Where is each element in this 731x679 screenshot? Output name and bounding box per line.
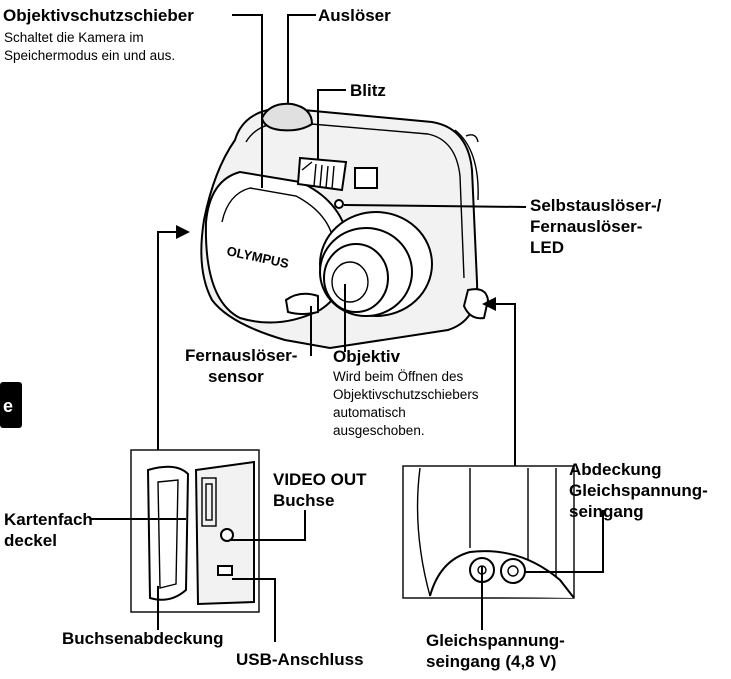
flash-window <box>296 156 348 192</box>
label-connector-cover: Buchsenabdeckung <box>62 629 224 648</box>
language-tab-letter: e <box>3 396 13 416</box>
label-self-timer-3: LED <box>530 238 564 257</box>
label-dc-cover-3: seingang <box>569 502 644 521</box>
label-shutter: Auslöser <box>318 6 391 25</box>
lens-glass <box>323 243 389 313</box>
label-dc-in-2: seingang (4,8 V) <box>426 652 556 671</box>
connector-inset <box>130 449 260 613</box>
dc-cover-side <box>462 288 490 320</box>
label-flash: Blitz <box>350 81 386 100</box>
label-self-timer-1: Selbstauslöser-/ <box>530 196 662 215</box>
camera-front-illustration: OLYMPUS <box>200 102 490 350</box>
label-card-door-1: Kartenfach <box>4 510 93 529</box>
label-lens-cover-desc-2: Speichermodus ein und aus. <box>4 48 175 63</box>
label-dc-cover-2: Gleichspannung- <box>569 481 708 500</box>
label-remote-sensor-1: Fernauslöser- <box>185 346 297 365</box>
label-lens-desc-1: Wird beim Öffnen des <box>333 369 464 384</box>
viewfinder-window <box>354 167 378 189</box>
label-video-out-1: VIDEO OUT <box>273 470 367 489</box>
label-self-timer-2: Fernauslöser- <box>530 217 642 236</box>
label-usb: USB-Anschluss <box>236 650 364 669</box>
label-lens: Objektiv <box>333 347 401 366</box>
usb-port <box>217 565 233 576</box>
label-remote-sensor-2: sensor <box>208 367 264 386</box>
label-lens-desc-2: Objektivschutzschiebers <box>333 387 479 402</box>
video-out-jack <box>220 528 234 542</box>
label-video-out-2: Buchse <box>273 491 334 510</box>
self-timer-led <box>334 199 344 209</box>
language-tab: e <box>0 382 22 428</box>
shutter-button <box>260 102 314 132</box>
label-lens-cover-desc-1: Schaltet die Kamera im <box>4 30 144 45</box>
arrow-right <box>482 297 496 311</box>
label-lens-desc-4: ausgeschoben. <box>333 423 425 438</box>
dc-inset <box>402 465 575 599</box>
leader-lines <box>91 14 604 642</box>
label-card-door-2: deckel <box>4 531 57 550</box>
label-dc-in-1: Gleichspannung- <box>426 631 565 650</box>
label-lens-cover: Objektivschutzschieber <box>3 6 194 25</box>
remote-sensor <box>284 292 319 315</box>
label-dc-cover-1: Abdeckung <box>569 460 662 479</box>
label-lens-desc-3: automatisch <box>333 405 406 420</box>
dc-cover-illustration <box>500 558 526 584</box>
arrow-left <box>176 225 190 239</box>
card-door-illustration <box>146 465 190 601</box>
